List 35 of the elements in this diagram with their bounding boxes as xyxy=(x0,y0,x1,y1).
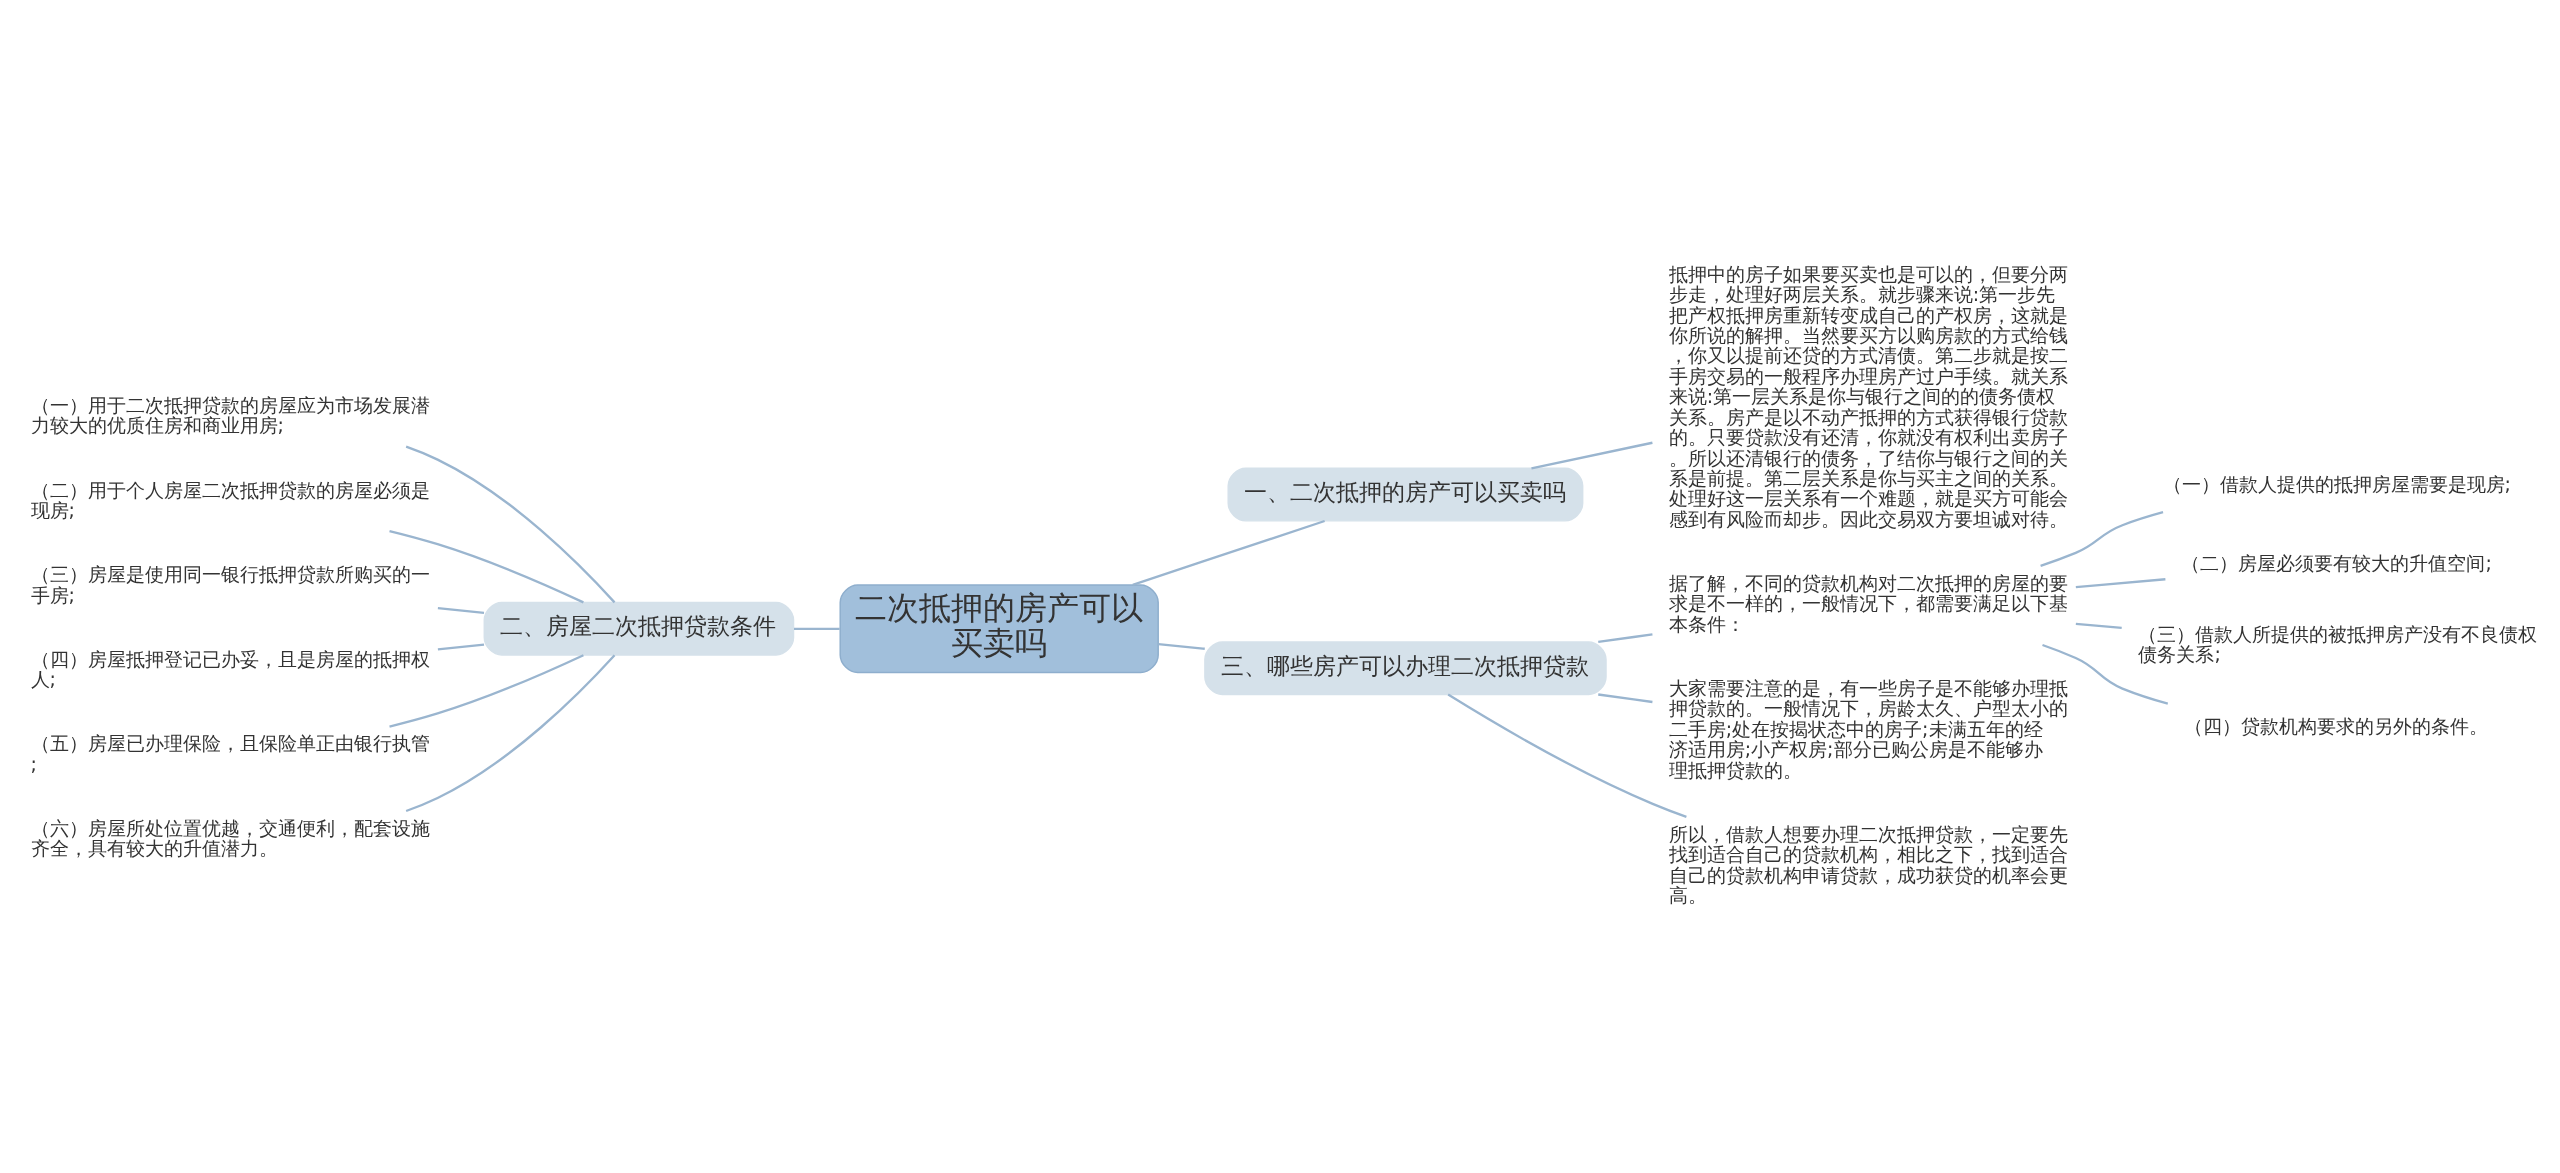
node-box: 一、二次抵押的房产可以买卖吗 xyxy=(1227,467,1584,522)
node-text: （五）房屋已办理保险，且保险单正由银行执管; xyxy=(30,732,430,775)
node-text: 所以，借款人想要办理二次抵押贷款，一定要先找到适合自己的贷款机构，相比之下，找到适合自己的贷款机构申请贷款，成功获贷的机率会更高。 xyxy=(1668,822,2068,907)
node-text: （三）房屋是使用同一银行抵押贷款所购买的一手房; xyxy=(30,563,430,606)
node-text: （四）房屋抵押登记已办妥，且是房屋的抵押权人; xyxy=(30,647,430,691)
connector xyxy=(2040,511,2164,567)
connector xyxy=(1158,643,1205,650)
connector xyxy=(1598,633,1653,643)
connector xyxy=(1531,441,1653,470)
node-box: 二次抵押的房产可以买卖吗 xyxy=(839,584,1159,674)
node-text: （六）房屋所处位置优越，交通便利，配套设施齐全，具有较大的升值潜力。 xyxy=(30,817,430,860)
connector xyxy=(405,654,616,813)
connector xyxy=(405,445,616,604)
connector xyxy=(1598,693,1653,704)
node-text: （一）用于二次抵押贷款的房屋应为市场发展潜力较大的优质住房和商业用房; xyxy=(30,394,430,437)
connector xyxy=(1447,693,1687,819)
connector xyxy=(389,654,584,728)
node-text: （二）用于个人房屋二次抵押贷款的房屋必须是现房; xyxy=(30,478,430,522)
connector xyxy=(2042,643,2169,705)
node-text: 大家需要注意的是，有一些房子是不能够办理抵押贷款的。一般情况下，房龄太久、户型太小的二手房;处在按揭状态中的房子;未满五年的经济适用房;小产权房;部分已购公房是不能够办理抵押贷款的。 xyxy=(1668,677,2068,781)
connector xyxy=(389,529,584,604)
connector xyxy=(1132,519,1325,586)
node-text: （二）房屋必须要有较大的升值空间; xyxy=(2181,551,2492,574)
node-text: （四）贷款机构要求的另外的条件。 xyxy=(2184,714,2489,737)
node-box: 二、房屋二次抵押贷款条件 xyxy=(483,601,795,656)
connector xyxy=(2075,622,2122,630)
node-text: 抵押中的房子如果要买卖也是可以的，但要分两步走，处理好两层关系。就步骤来说:第一步先把产权抵押房重新转变成自己的产权房，这就是你所说的解押。当然要买方以购房款的方式给钱，你又以提前还贷的方式清债。第二步就是按二手房交易的一般程序办理房产过户手续。就关系来说:第一层关系是你与银行之间的的债务债权关系。房产是以不动产抵押的方式获得银行贷款的。只要贷款没有还清，你就没有权利出卖房子。所以还清银行的债务，了结你与银行之间的关系是前提。第二层关系是你与买主之间的关系。处理好这一层关系有一个难题，就是买方可能会感到有风险而却步。因此交易双方要坦诚对待。 xyxy=(1668,262,2068,530)
node-box: 三、哪些房产可以办理二次抵押贷款 xyxy=(1204,641,1607,696)
connector xyxy=(437,643,485,651)
node-text: （三）借款人所提供的被抵押房产没有不良债权债务关系; xyxy=(2138,623,2538,666)
connector xyxy=(2075,578,2166,589)
node-text: （一）借款人提供的抵押房屋需要是现房; xyxy=(2162,472,2511,495)
node-text: 据了解，不同的贷款机构对二次抵押的房屋的要求是不一样的，一般情况下，都需要满足以下基本条件： xyxy=(1668,572,2068,635)
connector xyxy=(437,607,485,615)
connector xyxy=(794,627,840,630)
